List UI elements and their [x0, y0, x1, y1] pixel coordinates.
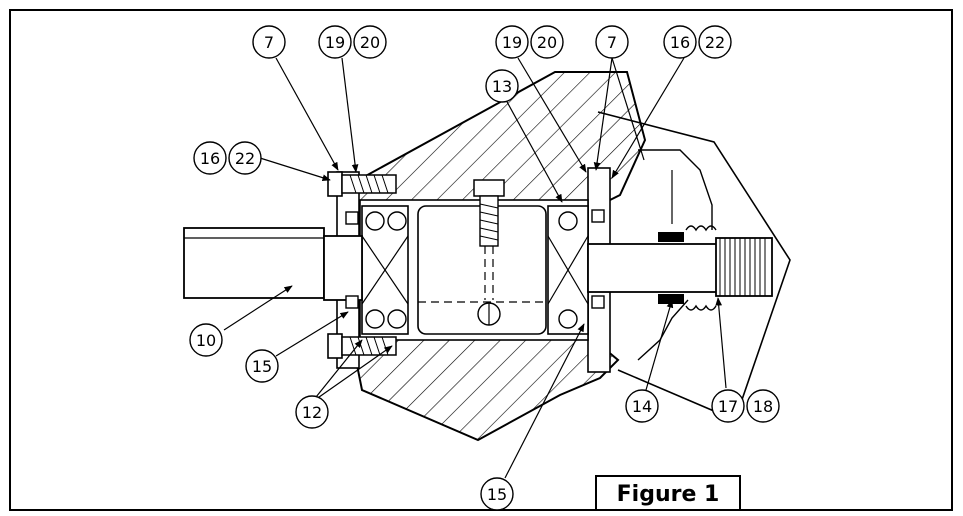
- right-bearing: [547, 205, 589, 335]
- callout-18: 18: [746, 389, 780, 423]
- callout-7-upper-left: 7: [252, 25, 286, 59]
- callout-12: 12: [295, 395, 329, 429]
- svg-text:14: 14: [632, 397, 652, 416]
- seal-housing-lower: [637, 299, 689, 361]
- callout-10: 10: [189, 323, 223, 357]
- callout-16-right: 16: [663, 25, 697, 59]
- leader-lines: [223, 57, 727, 479]
- svg-text:15: 15: [487, 485, 507, 504]
- shaft: [183, 227, 719, 301]
- set-screw: [473, 179, 505, 326]
- callout-14: 14: [625, 389, 659, 423]
- callout-19-upper-left: 19: [318, 25, 352, 59]
- svg-text:19: 19: [325, 33, 345, 52]
- callout-15-left: 15: [245, 349, 279, 383]
- cover-housing-outline: [597, 111, 791, 422]
- svg-text:18: 18: [753, 397, 773, 416]
- callout-20-upper-right: 20: [530, 25, 564, 59]
- callout-16-left: 16: [193, 141, 227, 175]
- callout-15-bottom: 15: [480, 477, 514, 511]
- callout-20-upper-left: 20: [353, 25, 387, 59]
- drawing-border: [9, 9, 953, 511]
- svg-text:13: 13: [492, 77, 512, 96]
- svg-text:10: 10: [196, 331, 216, 350]
- callout-22-right: 22: [698, 25, 732, 59]
- figure-label: Figure 1: [617, 482, 720, 507]
- threaded-end: [715, 237, 773, 297]
- svg-text:12: 12: [302, 403, 322, 422]
- svg-text:7: 7: [264, 33, 274, 52]
- svg-text:16: 16: [200, 149, 220, 168]
- callout-17: 17: [711, 389, 745, 423]
- seal-spring: [658, 170, 717, 311]
- callout-19-upper-right: 19: [495, 25, 529, 59]
- seal-housing-upper: [638, 149, 713, 230]
- svg-text:22: 22: [235, 149, 255, 168]
- lower-left-bolt: [327, 333, 397, 359]
- svg-text:20: 20: [537, 33, 557, 52]
- svg-text:22: 22: [705, 33, 725, 52]
- svg-text:20: 20: [360, 33, 380, 52]
- callout-22-left: 22: [228, 141, 262, 175]
- svg-text:7: 7: [607, 33, 617, 52]
- left-bearing: [361, 205, 409, 335]
- svg-text:19: 19: [502, 33, 522, 52]
- seal-rings: [345, 209, 605, 309]
- svg-text:16: 16: [670, 33, 690, 52]
- svg-text:17: 17: [718, 397, 738, 416]
- svg-text:15: 15: [252, 357, 272, 376]
- callout-7-upper-right: 7: [595, 25, 629, 59]
- callout-13: 13: [485, 69, 519, 103]
- figure-label-box: Figure 1: [595, 475, 741, 511]
- upper-left-bolt: [327, 171, 397, 197]
